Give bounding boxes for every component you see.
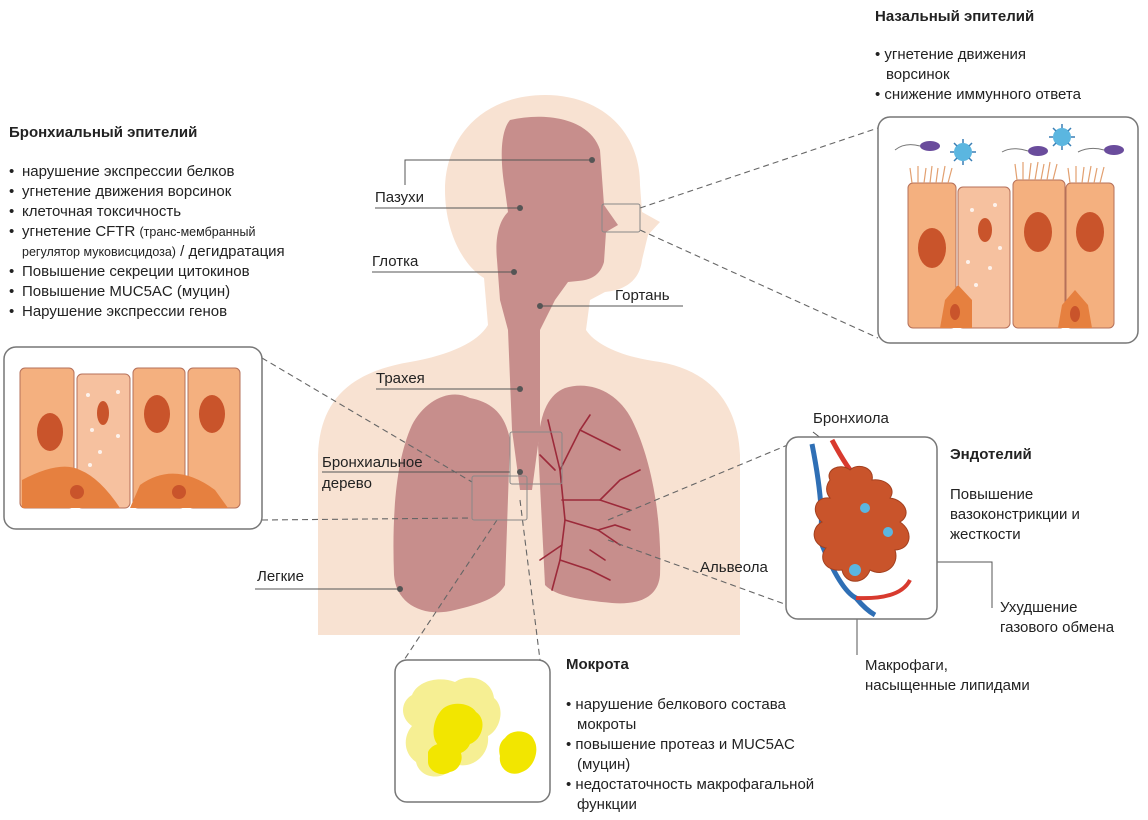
sputum-line: • недостаточность макрофагальной <box>566 776 815 793</box>
bronchial-epithelium-title: Бронхиальный эпителий <box>9 124 198 141</box>
bronchial-item-text: Повышение секреции цитокинов <box>22 263 250 280</box>
nasal-epithelium-list: • угнетение движения ворсинок • снижение… <box>875 45 1081 105</box>
gas-exchange-text: Ухудшение газового обмена <box>1000 598 1114 638</box>
bronchial-item-text: Повышение MUC5AC (муцин) <box>22 283 231 300</box>
alveolus-box <box>785 436 938 620</box>
label-sinuses: Пазухи <box>375 189 425 206</box>
bronchial-item-text: клеточная токсичность <box>22 203 182 220</box>
sputum-title: Мокрота <box>566 656 629 673</box>
nasal-item-text: ворсинок <box>886 66 950 83</box>
endothelium-line: Повышение <box>950 486 1034 503</box>
endothelium-text: Повышение вазоконстрикции и жесткости <box>950 485 1080 545</box>
endothelium-title: Эндотелий <box>950 446 1032 463</box>
endothelium-line: вазоконстрикции и <box>950 506 1080 523</box>
bronchial-item: угнетение CFTR (транс-мембранный <box>9 222 285 242</box>
nasal-epithelium-box <box>877 116 1139 344</box>
bronchial-item: нарушение экспрессии белков <box>9 162 285 182</box>
sputum-box <box>394 659 551 803</box>
sputum-line: • повышение протеаз и MUC5AC <box>566 736 795 753</box>
bronchial-item-text: угнетение движения ворсинок <box>22 183 232 200</box>
sputum-line: функции <box>566 795 814 815</box>
bronchial-item-text: / дегидратация <box>175 243 285 260</box>
macrophages-line: Макрофаги, <box>865 657 948 674</box>
nasal-item-text: снижение иммунного ответа <box>884 86 1081 103</box>
sputum-line-text: недостаточность макрофагальной <box>575 776 815 793</box>
sputum-line-text: мокроты <box>577 716 637 733</box>
bronchial-item-text: нарушение экспрессии белков <box>22 163 235 180</box>
bronchial-item-note: регулятор муковисцидоза) <box>22 245 176 259</box>
bronchial-item: клеточная токсичность <box>9 202 285 222</box>
label-alveolus: Альвеола <box>700 559 768 576</box>
bronchial-item: Повышение секреции цитокинов <box>9 262 285 282</box>
label-bronchial-tree-1: Бронхиальное <box>322 454 423 471</box>
callout-dashed-lines <box>261 127 879 661</box>
bronchial-item: Нарушение экспрессии генов <box>9 302 285 322</box>
sputum-line: мокроты <box>566 715 814 735</box>
bronchial-item: Повышение MUC5AC (муцин) <box>9 282 285 302</box>
bronchial-item: угнетение движения ворсинок <box>9 182 285 202</box>
label-lungs: Легкие <box>257 568 304 585</box>
label-bronchial-tree-2: дерево <box>322 475 372 492</box>
macrophages-text: Макрофаги, насыщенные липидами <box>865 656 1030 696</box>
sputum-line-text: функции <box>577 796 637 813</box>
bronchial-epithelium-list: нарушение экспрессии белков угнетение дв… <box>9 162 285 322</box>
sputum-line-text: нарушение белкового состава <box>575 696 786 713</box>
label-bronchiole: Бронхиола <box>813 410 889 427</box>
nasal-item: • угнетение движения <box>875 46 1026 63</box>
endothelium-line: жесткости <box>950 526 1021 543</box>
sputum-line: • нарушение белкового состава <box>566 696 786 713</box>
bronchial-item-text: угнетение CFTR <box>22 223 140 240</box>
label-trachea: Трахея <box>376 370 425 387</box>
nasal-item: • снижение иммунного ответа <box>875 86 1081 103</box>
sputum-line-text: (муцин) <box>577 756 631 773</box>
gas-exchange-line: газового обмена <box>1000 619 1115 636</box>
nasal-item: ворсинок <box>875 65 1081 85</box>
sputum-line-text: повышение протеаз и MUC5AC <box>575 736 795 753</box>
respiratory-organs <box>393 116 661 613</box>
bronchial-item-continued: регулятор муковисцидоза) / дегидратация <box>9 242 285 262</box>
focus-squares <box>471 203 641 521</box>
bronchial-tree-branches <box>539 414 641 591</box>
bronchial-item-text: Нарушение экспрессии генов <box>22 303 228 320</box>
nasal-item-text: угнетение движения <box>884 46 1026 63</box>
nasal-epithelium-title: Назальный эпителий <box>875 8 1035 25</box>
bronchial-item-note: (транс-мембранный <box>139 225 256 239</box>
sputum-list: • нарушение белкового состава мокроты • … <box>566 695 814 815</box>
bronchial-epithelium-box <box>3 346 263 530</box>
label-larynx: Гортань <box>615 287 670 304</box>
label-pharynx: Глотка <box>372 253 419 270</box>
gas-exchange-line: Ухудшение <box>1000 599 1078 616</box>
macrophages-line: насыщенные липидами <box>865 677 1030 694</box>
sputum-line: (муцин) <box>566 755 814 775</box>
